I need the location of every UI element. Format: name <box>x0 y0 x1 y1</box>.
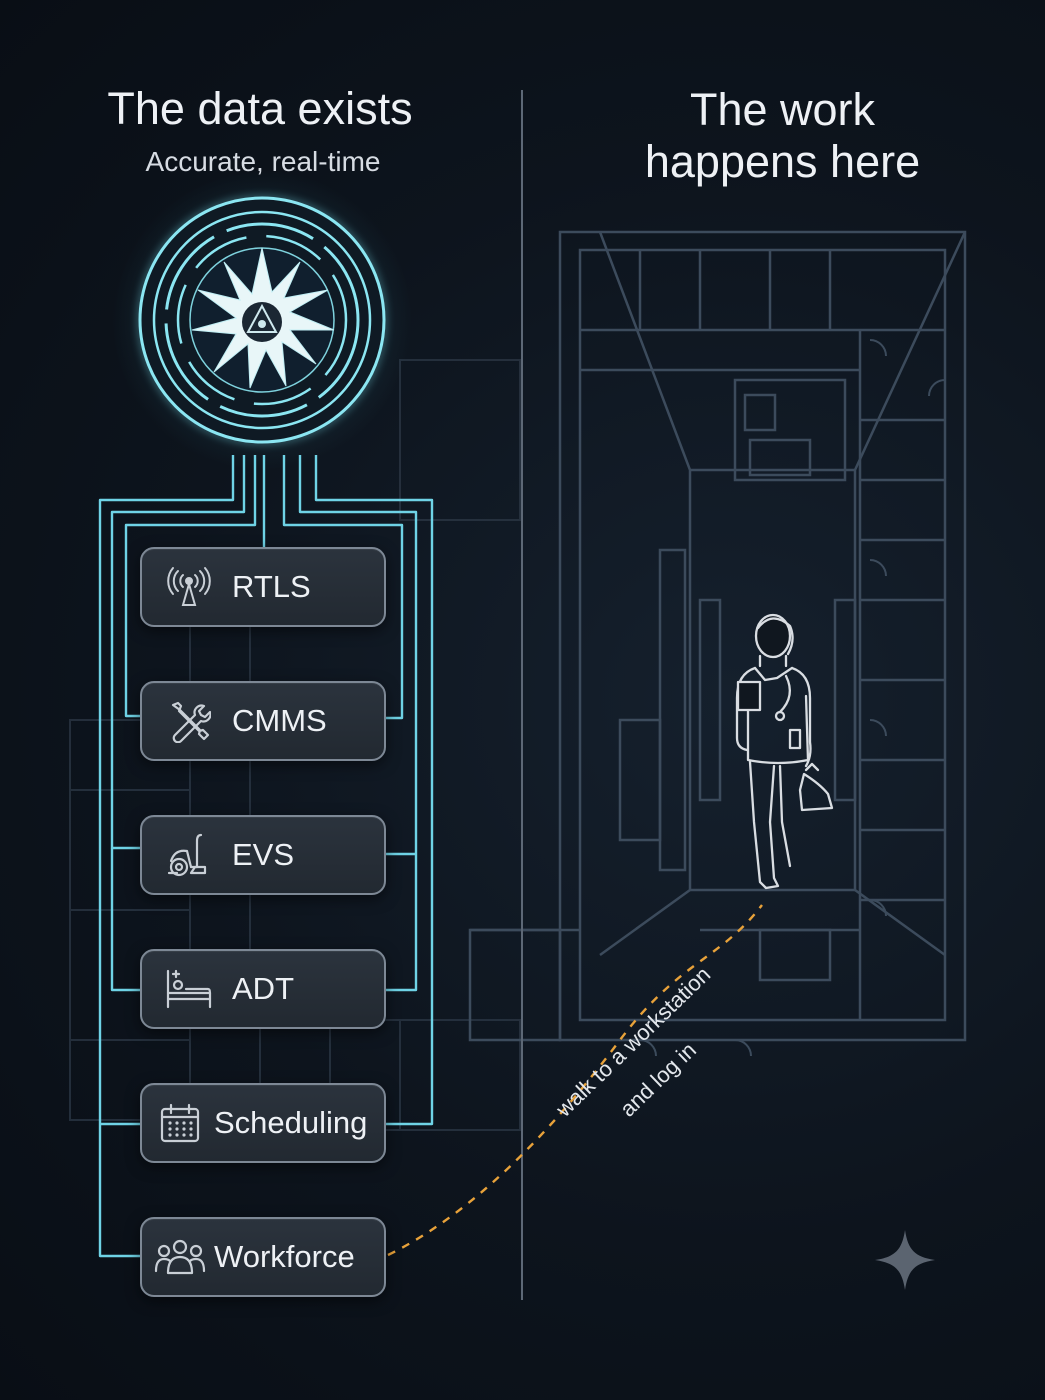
connector-lines <box>98 455 434 1258</box>
walk-path <box>387 904 763 1257</box>
source-label-workforce: Workforce <box>214 1239 355 1274</box>
source-label-evs: EVS <box>232 837 295 872</box>
source-label-rtls: RTLS <box>232 569 311 604</box>
nurse-figure <box>735 613 834 890</box>
wrench-screwdriver-icon <box>160 697 218 745</box>
calendar-icon <box>152 1099 208 1147</box>
vacuum-cleaner-icon <box>160 831 218 879</box>
people-group-icon <box>152 1233 208 1281</box>
right-panel-title: The work happens here <box>575 84 990 188</box>
source-label-adt: ADT <box>232 971 294 1006</box>
right-panel-title-line1: The work <box>689 84 876 135</box>
source-box-rtls: RTLS <box>140 547 386 627</box>
right-panel-title-line2: happens here <box>644 136 921 187</box>
door-swings <box>639 339 946 1057</box>
source-box-cmms: CMMS <box>140 681 386 761</box>
antenna-signal-icon <box>160 563 218 611</box>
data-hub <box>137 195 387 445</box>
hospital-bed-icon <box>160 965 218 1013</box>
source-box-adt: ADT <box>140 949 386 1029</box>
right-floorplan-lines <box>468 230 967 1042</box>
source-box-workforce: Workforce <box>140 1217 386 1297</box>
left-panel-title: The data exists <box>107 83 413 134</box>
source-label-cmms: CMMS <box>232 703 327 738</box>
sparkle-icon <box>875 1230 935 1290</box>
left-panel-subtitle: Accurate, real-time <box>145 146 381 177</box>
source-box-scheduling: Scheduling <box>140 1083 386 1163</box>
source-box-evs: EVS <box>140 815 386 895</box>
source-label-scheduling: Scheduling <box>214 1105 368 1140</box>
